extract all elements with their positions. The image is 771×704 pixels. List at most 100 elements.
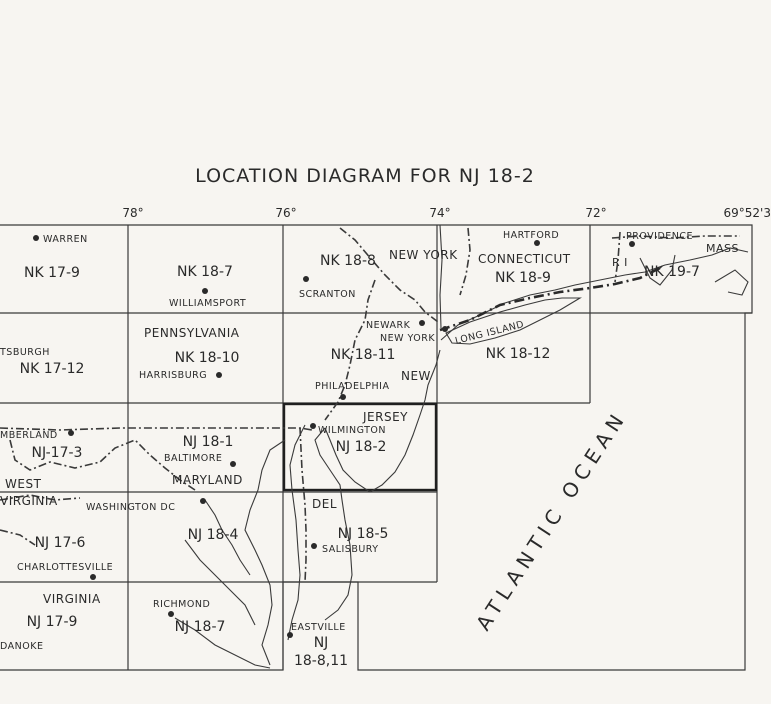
- nj18-2-highlight: [282, 402, 438, 492]
- quad-label: NK 18-12: [486, 346, 551, 362]
- chesapeake-bay: [244, 439, 286, 666]
- delaware-bay: [314, 427, 353, 621]
- city-dot: [310, 423, 316, 429]
- city-dot: [311, 543, 317, 549]
- longitude-label: 72°: [585, 206, 606, 220]
- longitude-label: 76°: [275, 206, 296, 220]
- de-md-border: [299, 427, 307, 583]
- delmarva-west: [287, 424, 306, 641]
- quad-label: 18-8,11: [294, 653, 348, 669]
- longitude-label: 74°: [429, 206, 450, 220]
- city-markers: [33, 235, 635, 638]
- va-wv-border: [0, 494, 81, 501]
- state-label: LONG ISLAND: [454, 319, 525, 347]
- potomac-river: [204, 499, 251, 576]
- city-dot: [202, 288, 208, 294]
- city-label: WILLIAMSPORT: [169, 298, 246, 309]
- ri-border: [614, 231, 621, 283]
- state-label: VIRGINIA: [0, 494, 58, 508]
- coastlines: [174, 224, 749, 669]
- map-title: LOCATION DIAGRAM FOR NJ 18-2: [195, 165, 535, 187]
- quad-label: NK 18-11: [331, 347, 396, 363]
- quad-label: NK 19-7: [644, 264, 700, 280]
- city-dot: [168, 611, 174, 617]
- narragansett-bay: [639, 254, 676, 286]
- city-labels: WARREN WILLIAMSPORT SCRANTON HARTFORD PR…: [0, 230, 693, 652]
- state-label: PENNSYLVANIA: [144, 326, 240, 340]
- city-dot: [230, 461, 236, 467]
- state-label: WEST: [5, 477, 42, 491]
- quad-label: NJ 18-5: [338, 526, 389, 542]
- quad-label: NJ-17-3: [32, 445, 83, 461]
- city-label: NEW YORK: [380, 333, 435, 344]
- quad-label: NK 17-9: [24, 265, 80, 281]
- state-label: NEW YORK: [389, 248, 458, 262]
- city-label: MBERLAND: [0, 430, 58, 441]
- longitude-label: 69°52'3: [724, 206, 771, 220]
- city-dot: [287, 632, 293, 638]
- city-label: HARRISBURG: [139, 370, 207, 381]
- quad-label: NK 18-10: [175, 350, 240, 366]
- city-label: NEWARK: [366, 320, 411, 331]
- city-label: CHARLOTTESVILLE: [17, 562, 113, 573]
- quad-label: NJ 17-6: [35, 535, 86, 551]
- quad-label: NJ 18-7: [175, 619, 226, 635]
- city-label: WASHINGTON DC: [86, 502, 175, 513]
- ny-coast: [440, 247, 749, 341]
- state-label: DEL: [312, 497, 337, 511]
- quad-label: NK 17-12: [20, 361, 85, 377]
- city-dot: [303, 276, 309, 282]
- city-label: TSBURGH: [0, 347, 50, 358]
- ny-ct-coast-border: [439, 266, 661, 332]
- pa-nj-border: [324, 279, 376, 421]
- city-label: WARREN: [43, 234, 88, 245]
- city-dot: [442, 326, 448, 332]
- ny-ct-border: [459, 227, 471, 296]
- city-dot: [216, 372, 222, 378]
- city-label: PHILADELPHIA: [315, 381, 389, 392]
- city-dot: [33, 235, 39, 241]
- rappahannock-river: [184, 539, 256, 626]
- quadrangle-grid: [0, 224, 753, 671]
- quad-label: NK 18-8: [320, 253, 376, 269]
- city-label: DANOKE: [0, 641, 43, 652]
- city-dot: [340, 394, 346, 400]
- city-label: SALISBURY: [322, 544, 379, 555]
- city-dot: [200, 498, 206, 504]
- state-label: NEW: [401, 369, 431, 383]
- state-label: VIRGINIA: [43, 592, 101, 606]
- cape-cod: [714, 269, 749, 296]
- hudson-river: [439, 224, 443, 329]
- city-dot: [90, 574, 96, 580]
- city-dot: [68, 430, 74, 436]
- city-label: WILMINGTON: [318, 425, 386, 436]
- state-label: CONNECTICUT: [478, 252, 571, 266]
- quad-label: NJ 17-9: [27, 614, 78, 630]
- city-label: RICHMOND: [153, 599, 210, 610]
- quad-label: NJ 18-1: [183, 434, 234, 450]
- state-label: MARYLAND: [172, 473, 243, 487]
- city-dot: [534, 240, 540, 246]
- city-label: EASTVILLE: [291, 622, 346, 633]
- city-label: PROVIDENCE: [626, 231, 693, 242]
- quadrangle-labels: NK 17-9 NK 18-7 NK 18-8 NK 18-9 NK 19-7 …: [20, 253, 700, 669]
- city-label: SCRANTON: [299, 289, 356, 300]
- city-dot: [419, 320, 425, 326]
- james-river: [174, 617, 271, 669]
- state-label: JERSEY: [362, 410, 408, 424]
- wv-border: [9, 439, 196, 491]
- ocean-label: ATLANTIC OCEAN: [471, 405, 632, 634]
- quad-label: NJ: [314, 635, 329, 651]
- va-border: [0, 529, 36, 546]
- long-island: [445, 297, 582, 345]
- longitude-label: 78°: [122, 206, 143, 220]
- quad-label: NJ 18-2: [336, 439, 387, 455]
- city-dot: [629, 241, 635, 247]
- city-label: BALTIMORE: [164, 453, 222, 464]
- ma-ri-border: [611, 235, 740, 239]
- state-label: R I: [612, 256, 628, 269]
- nj-coast: [324, 349, 441, 493]
- city-label: HARTFORD: [503, 230, 559, 241]
- quad-label: NJ 18-4: [188, 527, 239, 543]
